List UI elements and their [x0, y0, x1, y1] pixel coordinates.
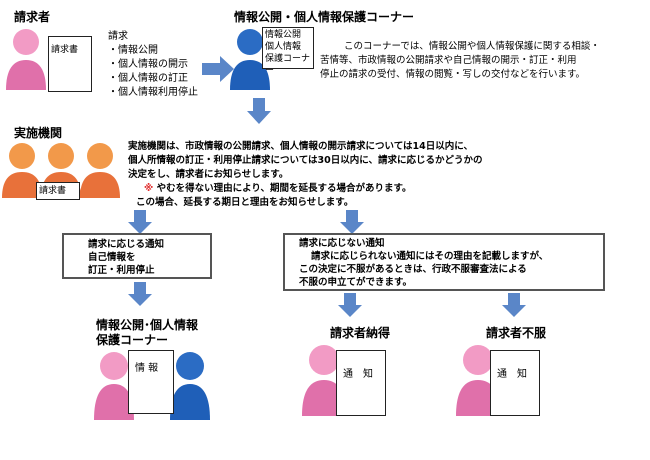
accepted-notice-label: 通 知 [343, 369, 373, 380]
request-document: 請求書 [48, 36, 92, 92]
requester-title: 請求者 [14, 10, 51, 24]
arrow-to-reject [340, 210, 364, 234]
agency-description: 実施機関は、市政情報の公開請求、個人情報の開示請求については14日以内に、 個人… [128, 140, 482, 182]
arrow-to-objection [502, 293, 526, 317]
reject-line-3: この決定に不服があるときは、行政不服審査法による [299, 264, 527, 275]
corner-bottom-title: 情報公開･個人情報 保護コーナー [96, 318, 198, 348]
accept-line-1: 請求に応じる通知 [88, 239, 165, 250]
corner-staff-figure [230, 29, 270, 90]
objection-notice-document: 通 知 [490, 350, 540, 416]
arrow-to-corner [202, 56, 234, 82]
requester-figure-pink [6, 29, 46, 90]
request-document-label: 請求書 [51, 45, 79, 55]
corner-sign-line-1: 情報公開 [265, 30, 302, 40]
agency-description-line-2: 個人所情報の訂正・利用停止請求については30日以内に、請求に応じるかどうかの [128, 155, 483, 166]
reject-line-2: 請求に応じられない通知にはその理由を記載しますが、 [311, 251, 549, 262]
objection-notice-label: 通 知 [497, 369, 527, 380]
accept-notice-box: 請求に応じる通知 自己情報を 訂正・利用停止 [62, 233, 212, 279]
agency-document-label: 請求書 [39, 186, 67, 196]
objection-figure [456, 345, 500, 416]
note-mark: ※ [144, 183, 154, 194]
corner-description-line-1: このコーナーでは、情報公開や個人情報保護に関する相談・ [344, 41, 600, 52]
agency-description-line-3: 決定をし、請求者にお知らせします。 [128, 169, 289, 180]
agency-title: 実施機関 [14, 126, 63, 140]
accepted-notice-document: 通 知 [336, 350, 386, 416]
agency-note-line-2: この場合、延長する期日と理由をお知らせします。 [136, 197, 354, 208]
corner-description-line-3: 停止の請求の受付、情報の閲覧・写しの交付などを行います。 [320, 69, 586, 80]
arrow-to-agency [247, 98, 271, 124]
corner-description-line-2: 苦情等、市政情報の公開請求や自己情報の開示・訂正・利用 [320, 55, 577, 66]
corner-sign-line-3: 保護コーナー [265, 54, 311, 76]
request-list: 請求 ・情報公開 ・個人情報の開示 ・個人情報の訂正 ・個人情報利用停止 [108, 30, 198, 100]
corner-bottom-title-line-2: 保護コーナー [96, 333, 169, 347]
accepted-figure [302, 345, 346, 416]
accepted-title: 請求者納得 [330, 326, 391, 340]
information-document-label: 情 報 [135, 363, 159, 374]
corner-bottom-figures [94, 352, 210, 420]
arrow-to-corner-bottom [128, 282, 152, 306]
arrow-to-accepted [338, 293, 362, 317]
request-item-suspension: ・個人情報利用停止 [108, 87, 198, 98]
objection-title: 請求者不服 [486, 326, 547, 340]
agency-document: 請求書 [36, 182, 80, 200]
reject-line-1: 請求に応じない通知 [299, 238, 385, 249]
accept-line-2: 自己情報を [88, 252, 136, 263]
arrow-to-accept [128, 210, 152, 234]
agency-description-line-1: 実施機関は、市政情報の公開請求、個人情報の開示請求については14日以内に、 [128, 141, 473, 152]
corner-description: このコーナーでは、情報公開や個人情報保護に関する相談・ 苦情等、市政情報の公開請… [320, 40, 600, 82]
request-heading: 請求 [108, 31, 128, 42]
request-item-disclosure: ・情報公開 [108, 45, 158, 56]
corner-sign: 情報公開 個人情報 保護コーナー [262, 27, 314, 76]
corner-bottom-title-line-1: 情報公開･個人情報 [96, 318, 199, 332]
corner-title: 情報公開・個人情報保護コーナー [234, 10, 415, 24]
request-item-correction: ・個人情報の訂正 [108, 73, 188, 84]
reject-line-4: 不服の申立てができます。 [299, 277, 413, 288]
agency-note: ※ やむを得ない理由により、期間を延長する場合があります。 この場合、延長する期… [136, 182, 412, 210]
agency-note-line-1: やむを得ない理由により、期間を延長する場合があります。 [156, 183, 412, 194]
corner-sign-line-2: 個人情報 [265, 42, 302, 52]
accept-line-3: 訂正・利用停止 [88, 265, 155, 276]
reject-notice-box: 請求に応じない通知 請求に応じられない通知にはその理由を記載しますが、 この決定… [283, 233, 605, 291]
information-document: 情 報 [128, 350, 174, 414]
request-item-personal-disclosure: ・個人情報の開示 [108, 59, 188, 70]
